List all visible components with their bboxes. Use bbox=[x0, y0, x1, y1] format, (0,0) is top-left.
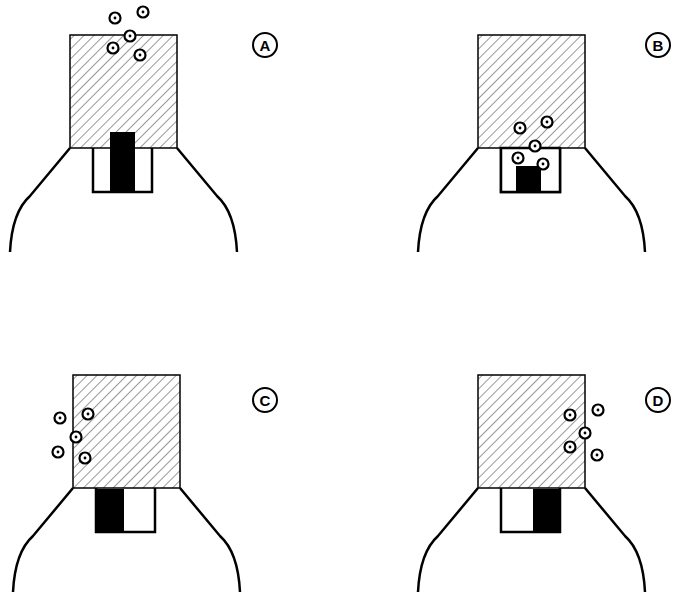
panel-d bbox=[418, 375, 645, 592]
panel-b bbox=[418, 35, 645, 252]
panel-letter: D bbox=[645, 387, 671, 413]
panel-letter-text: C bbox=[260, 393, 271, 408]
panel-letter: A bbox=[252, 32, 278, 58]
panel-letter-text: A bbox=[260, 38, 271, 53]
panel-a bbox=[10, 7, 237, 253]
panel-letter-text: D bbox=[653, 393, 664, 408]
panel-letter-text: B bbox=[653, 38, 664, 53]
panel-letter: B bbox=[645, 32, 671, 58]
panel-letter: C bbox=[252, 387, 278, 413]
panel-c bbox=[13, 375, 240, 592]
